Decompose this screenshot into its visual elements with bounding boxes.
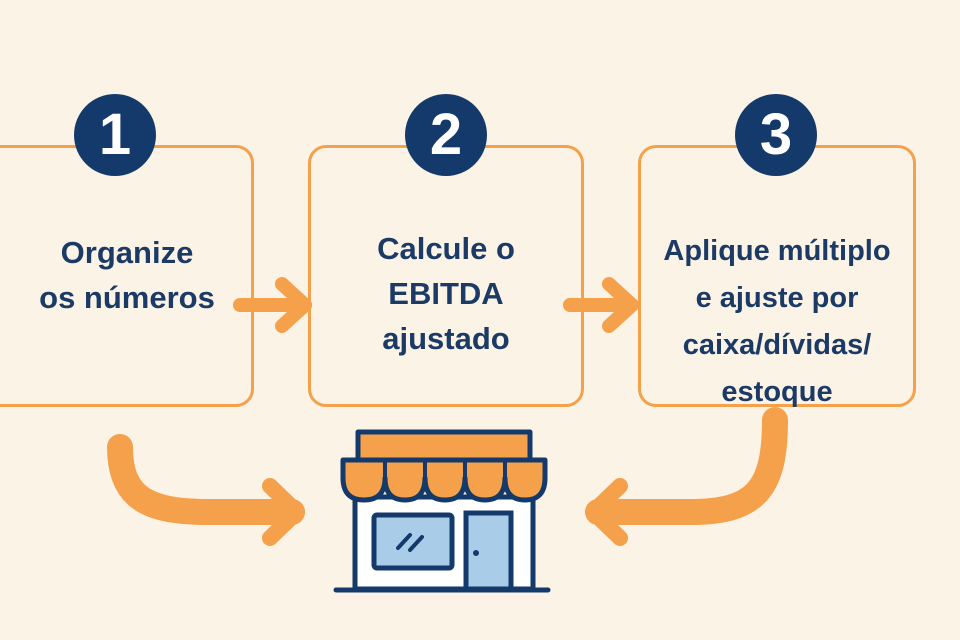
step-3-box: Aplique múltiplo e ajuste por caixa/dívi… <box>638 145 916 408</box>
curved-arrow-icon <box>585 407 788 546</box>
step-2-box: Calcule o EBITDA ajustado <box>308 145 584 407</box>
step-2-badge: 2 <box>405 94 487 176</box>
step-3-label: Aplique múltiplo e ajuste por caixa/dívi… <box>663 235 891 408</box>
store-icon <box>333 429 551 593</box>
step-2-label: Calcule o EBITDA ajustado <box>377 231 515 356</box>
step-1-badge: 1 <box>74 94 156 176</box>
step-1-box: Organize os números <box>0 145 254 407</box>
right-arrow-icon <box>233 277 312 333</box>
step-3-badge: 3 <box>735 94 817 176</box>
step-1-label: Organize os números <box>39 235 215 315</box>
right-arrow-icon <box>563 277 639 333</box>
curved-arrow-icon <box>107 434 305 546</box>
